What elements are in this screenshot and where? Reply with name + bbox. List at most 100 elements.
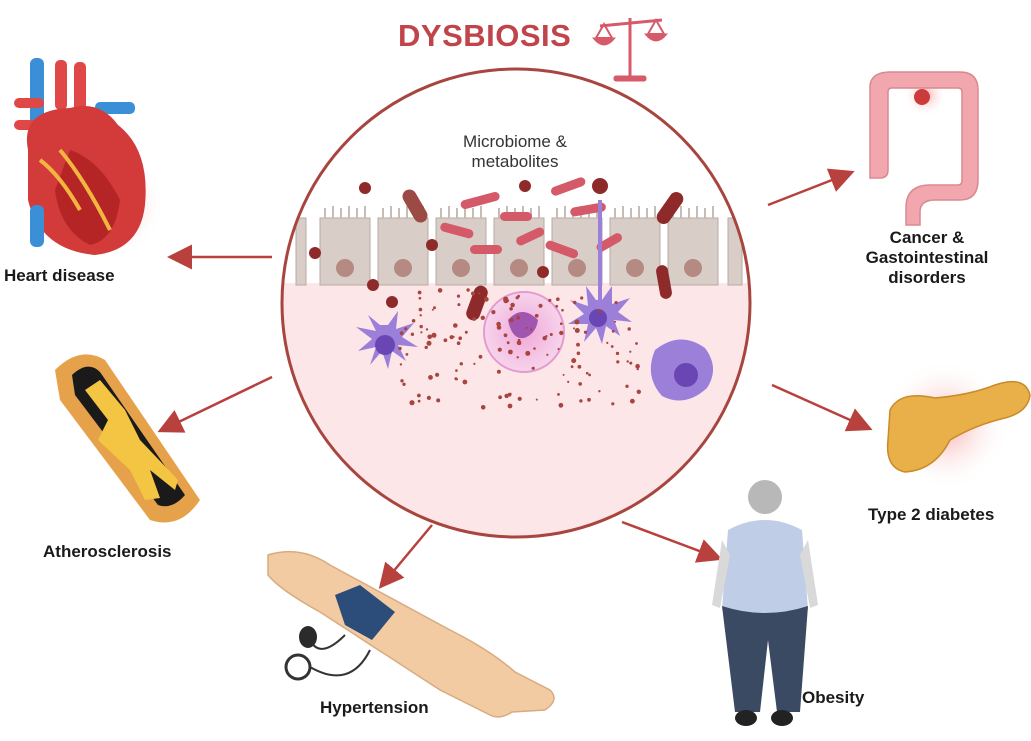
metabolite-dot	[570, 365, 574, 369]
metabolite-dot	[427, 334, 433, 340]
cell-nuclei	[336, 259, 702, 277]
metabolite-dot	[574, 328, 580, 333]
metabolite-dot	[515, 296, 519, 300]
metabolite-dot	[510, 302, 515, 308]
metabolite-dot	[496, 325, 502, 330]
metabolite-dot	[503, 333, 508, 338]
metabolite-dot	[452, 335, 455, 338]
arrow-cancer	[767, 168, 855, 207]
metabolite-dot	[556, 297, 560, 302]
metabolite-dot	[509, 392, 512, 396]
metabolite-dot	[559, 330, 564, 336]
metabolite-dot	[615, 351, 620, 356]
metabolite-dot	[464, 330, 468, 334]
arrow-diabetes	[771, 383, 873, 432]
metabolite-dot	[472, 317, 476, 321]
metabolite-dot	[625, 384, 629, 388]
metabolite-dot	[549, 333, 553, 336]
metabolite-dot	[426, 340, 432, 346]
metabolite-dot	[507, 403, 513, 409]
metabolite-dot	[426, 395, 431, 400]
metabolite-dot	[629, 361, 633, 365]
metabolite-dot	[478, 292, 481, 295]
metabolite-dot	[418, 296, 422, 300]
metabolite-dot	[400, 379, 404, 383]
metabolite-dot	[573, 300, 577, 305]
colon-illustration	[869, 71, 979, 226]
metabolite-dot	[635, 342, 638, 345]
metabolite-dot	[583, 330, 588, 334]
metabolite-dot	[574, 319, 580, 325]
metabolite-dot	[456, 294, 461, 298]
metabolite-dot	[402, 382, 406, 386]
obese-person-illustration	[712, 480, 818, 726]
metabolite-dot	[567, 380, 570, 383]
metabolite-dot	[478, 354, 483, 359]
metabolite-dot	[535, 398, 538, 401]
metabolite-dot	[611, 402, 615, 406]
metabolite-dot	[577, 364, 582, 369]
dendritic-cell-right	[568, 200, 632, 344]
metabolite-dot	[557, 347, 560, 351]
arm-illustration	[267, 550, 555, 718]
metabolite-dot	[597, 309, 601, 313]
metabolite-dot	[503, 296, 509, 302]
metabolite-dot	[579, 399, 583, 403]
metabolite-dot	[530, 328, 533, 331]
metabolite-dot	[509, 317, 514, 323]
metabolite-dot	[420, 331, 423, 334]
metabolite-dot	[419, 314, 422, 317]
metabolite-dot	[559, 322, 563, 326]
metabolite-dot	[425, 328, 429, 331]
metabolite-dot	[457, 303, 461, 307]
metabolite-dot	[576, 342, 580, 347]
metabolite-dot	[573, 327, 575, 330]
metabolite-dot	[614, 301, 618, 305]
metabolite-dot	[496, 369, 501, 374]
label-type2-diabetes: Type 2 diabetes	[868, 505, 995, 524]
metabolite-dot	[616, 360, 620, 364]
metabolite-dot	[424, 345, 428, 350]
metabolite-dot	[611, 329, 615, 333]
label-cancer: Cancer & Gastointestinal disorders	[865, 228, 989, 287]
arrow-athero	[157, 375, 273, 433]
metabolite-dot	[580, 296, 584, 300]
metabolite-dot	[480, 315, 485, 320]
metabolite-dot	[409, 400, 415, 406]
metabolite-dot	[534, 313, 539, 318]
metabolite-dot	[496, 321, 501, 327]
dendritic-cell-left	[356, 311, 418, 369]
metabolite-dot	[576, 351, 581, 356]
metabolite-dot	[498, 395, 502, 400]
metabolite-dot	[629, 350, 632, 353]
metabolite-dot	[588, 373, 591, 377]
metabolite-dot	[531, 366, 535, 370]
diagram-title: DYSBIOSIS	[398, 18, 572, 53]
metabolite-dot	[509, 307, 513, 311]
metabolite-dot	[635, 363, 640, 369]
metabolite-dot	[404, 327, 408, 331]
metabolite-dot	[517, 341, 522, 346]
metabolite-dot	[508, 349, 513, 355]
metabolite-dot	[491, 310, 496, 315]
metabolite-dots	[398, 288, 641, 410]
metabolite-dot	[399, 363, 403, 366]
arrow-hypertension	[378, 524, 433, 589]
metabolite-dot	[398, 346, 402, 351]
metabolite-dot	[517, 338, 521, 342]
metabolite-dot	[462, 379, 468, 385]
center-label: Microbiome & metabolites	[463, 132, 567, 171]
metabolite-dot	[417, 399, 421, 403]
metabolite-dot	[453, 323, 458, 328]
label-obesity: Obesity	[802, 688, 865, 707]
metabolite-dot	[437, 288, 443, 293]
label-heart-disease: Heart disease	[4, 266, 115, 285]
metabolite-dot	[610, 345, 614, 348]
metabolite-dot	[431, 308, 434, 311]
metabolite-dot	[636, 389, 641, 394]
pancreas-illustration	[880, 360, 1031, 490]
label-atherosclerosis: Atherosclerosis	[43, 542, 172, 561]
microbiome-circle	[282, 69, 750, 537]
metabolite-dot	[561, 308, 564, 312]
